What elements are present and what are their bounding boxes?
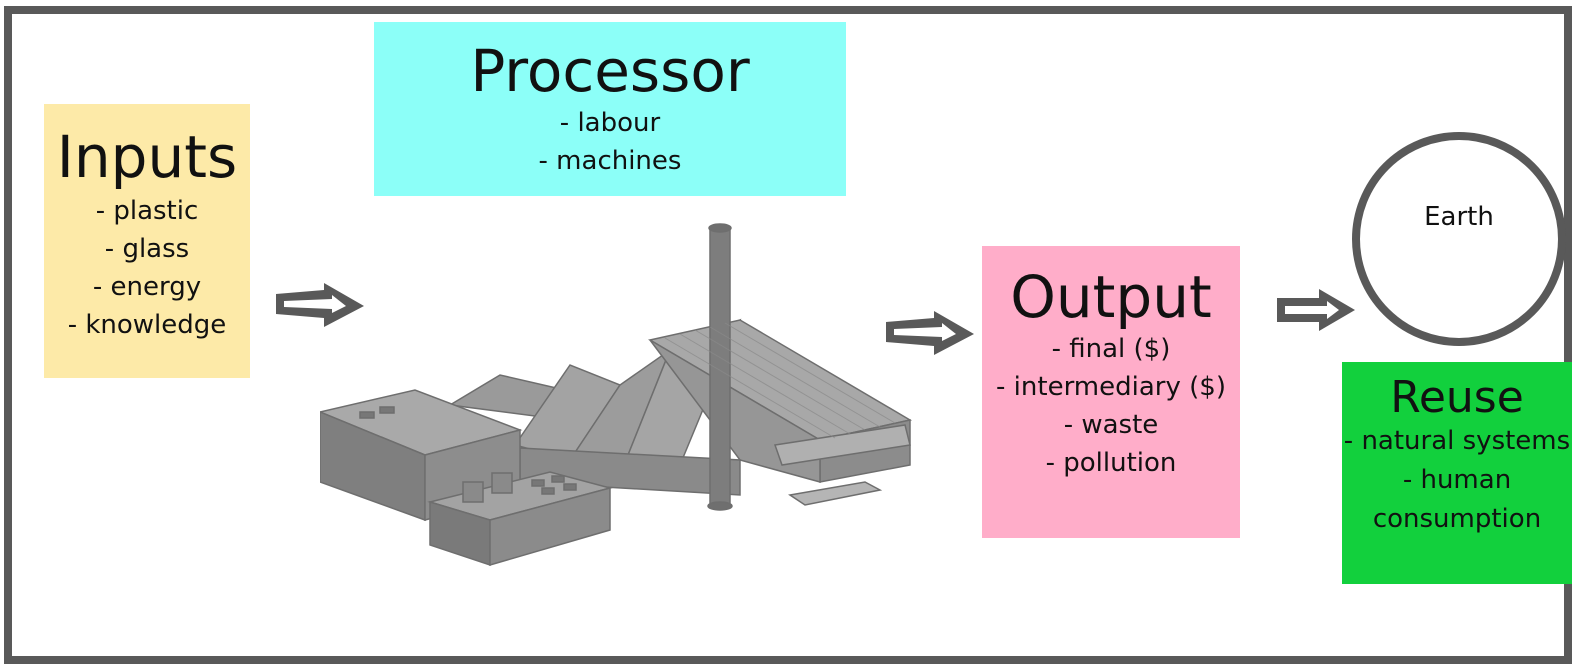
output-item-final: - final ($) [1051,333,1171,364]
output-item-waste: - waste [1063,409,1159,440]
right-arrow-icon [1277,289,1355,331]
inputs-item-plastic: - plastic [95,195,199,226]
reuse-box: Reuse - natural systems - human consumpt… [1342,362,1572,584]
processor-item-machines: - machines [538,145,682,176]
inputs-item-knowledge: - knowledge [67,309,227,340]
inputs-box: Inputs - plastic - glass - energy - know… [44,104,250,378]
reuse-title: Reuse [1390,372,1524,423]
reuse-item-consumption: consumption [1372,504,1542,535]
output-item-intermediary: - intermediary ($) [996,371,1226,402]
inputs-title: Inputs [56,123,238,191]
right-arrow-icon [276,283,364,327]
factory-illustration [320,223,913,567]
right-arrow-icon [886,311,974,355]
inputs-item-glass: - glass [104,233,190,264]
processor-box: Processor - labour - machines [374,22,846,196]
earth-circle: Earth [1352,132,1566,346]
output-title: Output [1010,263,1212,331]
output-box: Output - final ($) - intermediary ($) - … [982,246,1240,538]
inputs-item-energy: - energy [92,271,202,302]
processor-item-labour: - labour [559,107,661,138]
reuse-item-human: - human [1402,465,1512,496]
processor-title: Processor [470,37,750,105]
output-item-pollution: - pollution [1045,447,1177,478]
earth-label: Earth [1424,202,1494,232]
reuse-item-natural-systems: - natural systems [1343,426,1571,457]
